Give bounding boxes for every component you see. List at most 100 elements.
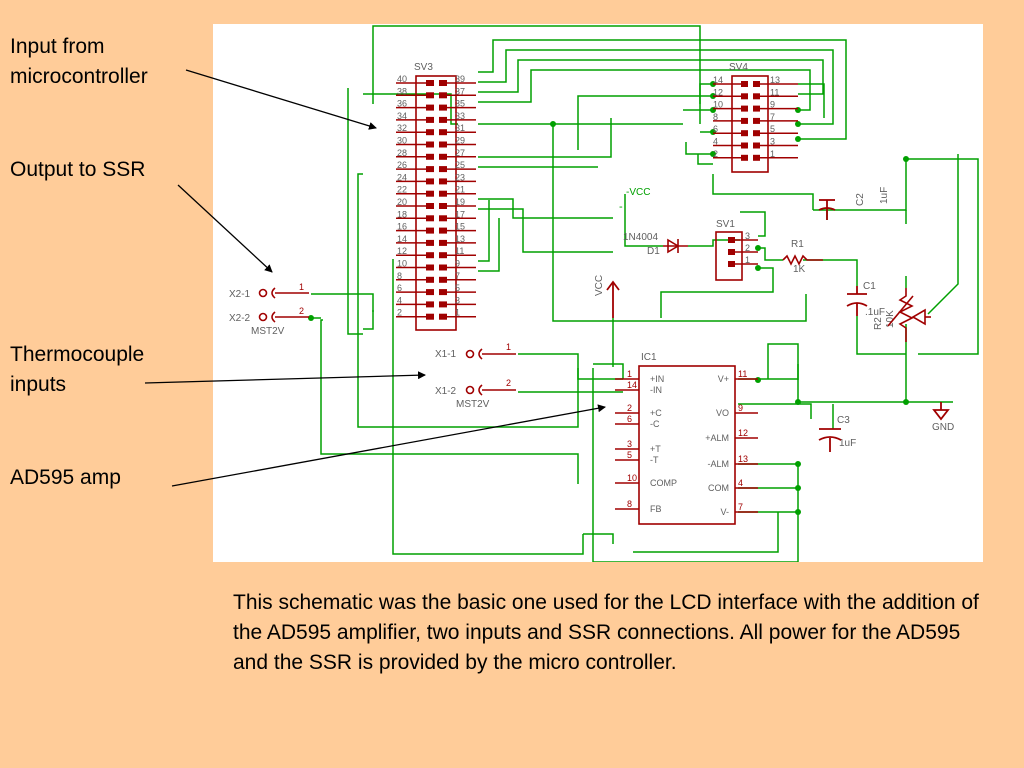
sv3-pin-number: 38 <box>397 86 407 96</box>
callout-output-to-ssr: Output to SSR <box>10 158 146 181</box>
sv1-body <box>715 231 743 281</box>
sv3-pin-number: 39 <box>455 74 465 84</box>
ic1-pin-number: 7 <box>738 502 743 512</box>
ic1-pin-label: -ALM <box>707 459 729 469</box>
sv1-name: SV1 <box>716 219 735 230</box>
ic1-pin-label: +IN <box>650 374 664 384</box>
callout-thermocouple-inputs: Thermocouple inputs <box>10 343 145 396</box>
sv3-pin-number: 27 <box>455 148 465 158</box>
sv3-pin-pad <box>426 129 434 136</box>
resistor-r1: R1 1K <box>782 239 823 275</box>
gnd-label: GND <box>932 422 954 433</box>
sv3-pin-pad <box>426 301 434 308</box>
sv3-pin-pad <box>426 153 434 160</box>
x1-n2: 2 <box>506 378 511 388</box>
sv4-pin-pad <box>753 130 760 137</box>
sv3-pin-pad <box>426 227 434 234</box>
sv3-pin-pad <box>426 239 434 246</box>
x2-n1: 1 <box>299 282 304 292</box>
sv4-pin-number: 7 <box>770 112 775 122</box>
c2-value: 1uF <box>879 187 890 204</box>
sv4-pin-pad <box>741 105 748 112</box>
sv3-pin-number: 40 <box>397 74 407 84</box>
sv3-pin-number: 2 <box>397 308 402 318</box>
sv1-pin-pad <box>728 261 735 267</box>
ic1-pin-number: 6 <box>627 414 632 424</box>
sv4-body <box>731 75 769 173</box>
sv4-pin-pad <box>753 81 760 87</box>
schematic-diagram: SV3 403836343230282624222018161412108642… <box>229 25 979 563</box>
ic1-pin-number: 3 <box>627 439 632 449</box>
sv3-pin-number: 37 <box>455 86 465 96</box>
ic1-name: IC1 <box>641 352 657 363</box>
r2-value: 10K <box>885 310 896 328</box>
sv3-pin-number: 12 <box>397 246 407 256</box>
ic1-pin-label: -T <box>650 455 659 465</box>
sv3-pin-number: 17 <box>455 209 465 219</box>
sv4-pin-number: 8 <box>713 112 718 122</box>
sv4-pin-pad <box>753 117 760 124</box>
r1-name: R1 <box>791 239 804 250</box>
x2-1-label: X2-1 <box>229 289 251 300</box>
sv1-pins: 321 <box>728 231 758 267</box>
x1-2-label: X1-2 <box>435 386 457 397</box>
sv3-pin-number: 30 <box>397 136 407 146</box>
sv3-pin-number: 16 <box>397 222 407 232</box>
ic1-pin-number: 11 <box>738 369 747 379</box>
header-sv3: SV3 403836343230282624222018161412108642… <box>396 62 476 331</box>
sv4-pin-number: 1 <box>770 149 775 159</box>
x2-n2: 2 <box>299 306 304 316</box>
callout-ad595-amp: AD595 amp <box>10 466 121 489</box>
sv4-pin-number: 5 <box>770 124 775 134</box>
pointer-output-to-ssr <box>177 184 273 273</box>
sv3-pin-pad <box>439 190 447 197</box>
sv1-pin-number: 2 <box>745 243 750 253</box>
sv3-pin-pad <box>439 239 447 246</box>
sv3-pin-pad <box>439 166 447 173</box>
sv3-pin-number: 22 <box>397 185 407 195</box>
vcc-label: VCC <box>594 275 605 296</box>
sv3-pin-number: 11 <box>455 246 464 256</box>
sv3-pin-number: 24 <box>397 172 407 182</box>
sv3-pin-pad <box>439 153 447 160</box>
x1-n1: 1 <box>506 342 511 352</box>
c1-value: .1uF <box>865 307 885 318</box>
x1-part-label: MST2V <box>456 399 490 410</box>
sv4-pin-pad <box>753 93 760 100</box>
sv3-pin-pad <box>426 252 434 259</box>
sv4-pin-number: 4 <box>713 137 718 147</box>
sv3-pin-pad <box>439 104 447 111</box>
sv4-pin-number: 10 <box>713 100 723 110</box>
ic1-pin-label: V+ <box>718 374 729 384</box>
sv3-pins: 4038363432302826242220181614121086423937… <box>396 74 476 320</box>
ic1-pin-number: 8 <box>627 499 632 509</box>
sv3-pin-pad <box>426 178 434 185</box>
sv4-pin-pad <box>741 93 748 100</box>
gnd-symbol: GND <box>932 402 954 433</box>
sv4-name: SV4 <box>729 62 748 73</box>
sv4-pin-number: 6 <box>713 124 718 134</box>
sv3-pin-number: 21 <box>455 185 465 195</box>
terminal-x1: X1-1 X1-2 MST2V 1 2 <box>435 342 516 410</box>
sv4-pin-number: 2 <box>713 149 718 159</box>
sv3-pin-pad <box>426 215 434 222</box>
ic1-pin-label: -C <box>650 419 660 429</box>
ic1-pin-number: 14 <box>627 380 637 390</box>
sv3-pin-number: 15 <box>455 222 465 232</box>
callout-input-from-microcontroller: Input from microcontroller <box>10 35 148 88</box>
c2-name: C2 <box>855 193 866 206</box>
sv3-pin-pad <box>439 80 447 86</box>
sv3-pin-pad <box>439 227 447 234</box>
ic1-pin-label: +C <box>650 408 662 418</box>
sv3-pin-number: 18 <box>397 209 407 219</box>
capacitor-c3: C3 1uF <box>818 415 856 452</box>
sv3-body <box>415 75 457 331</box>
sv3-name: SV3 <box>414 62 433 73</box>
vcc-supply: VCC <box>594 275 620 318</box>
sv3-pin-number: 23 <box>455 172 465 182</box>
sv4-pin-pad <box>741 154 748 161</box>
sv3-pin-number: 31 <box>455 123 465 133</box>
sv4-pin-pad <box>741 81 748 87</box>
